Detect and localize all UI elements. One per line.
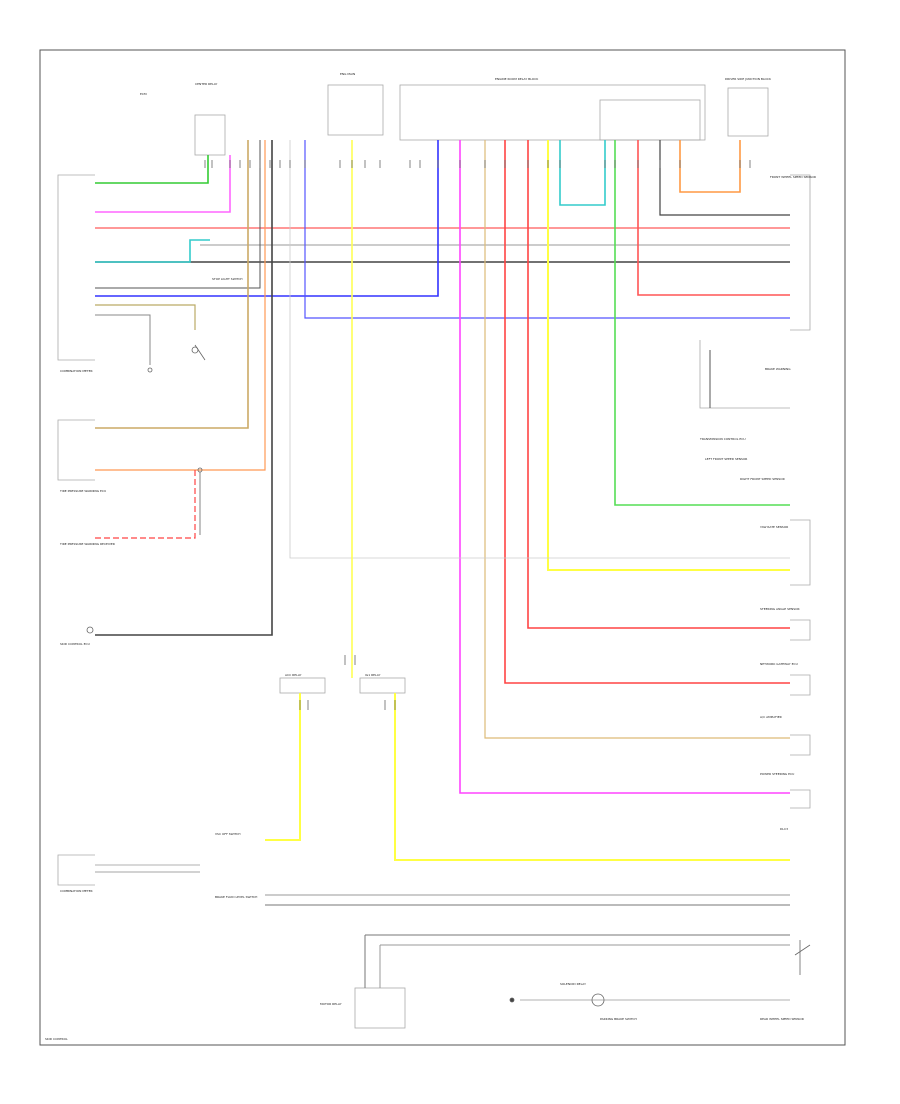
wire-blue-1 bbox=[95, 140, 439, 297]
label-ig1-relay: IG1 RELAY bbox=[365, 673, 381, 677]
label-eng-main: ENG MAIN bbox=[340, 72, 355, 76]
wire-blue-2 bbox=[304, 140, 790, 319]
label-engine-room-jb: ENGINE ROOM RELAY BLOCK bbox=[495, 77, 539, 81]
label-gateway: NETWORK GATEWAY ECU bbox=[760, 662, 798, 666]
label-solenoid-relay: SOLENOID RELAY bbox=[560, 982, 586, 986]
label-center-relay: CENTER RELAY bbox=[195, 82, 218, 86]
wire-gray-2 bbox=[95, 314, 151, 365]
wire-black-2 bbox=[95, 140, 261, 289]
label-dlc3: DLC3 bbox=[780, 827, 788, 831]
label-front-wheel: FRONT WHEEL SPEED SENSOR bbox=[770, 175, 816, 179]
page-ref: SKID CONTROL bbox=[45, 1037, 68, 1041]
wire-green-left bbox=[95, 155, 209, 184]
label-driver-jb: DRIVER SIDE JUNCTION BLOCK bbox=[725, 77, 772, 81]
wire-red-mid2 bbox=[504, 140, 790, 684]
labels: COMBINATION METER ECM CENTER RELAY ENG M… bbox=[45, 72, 816, 1041]
symbols bbox=[86, 344, 811, 1007]
wire-red-mid1 bbox=[527, 140, 790, 629]
wire-tan-mid bbox=[484, 140, 790, 739]
page-border bbox=[39, 49, 846, 1046]
wire-pink-left bbox=[95, 155, 231, 213]
label-motor-relay: MOTOR RELAY bbox=[320, 1002, 342, 1006]
wire-pink-long bbox=[459, 140, 790, 794]
wire-black-3 bbox=[95, 140, 273, 636]
label-brake-warning: BRAKE WARNING bbox=[765, 367, 791, 371]
label-transmission: TRANSMISSION CONTROL ECU bbox=[699, 437, 746, 441]
wire-orange bbox=[95, 140, 266, 471]
wire-yellow-relay2 bbox=[265, 693, 301, 841]
wire-green-right bbox=[614, 140, 790, 506]
label-stop-light: STOP LIGHT SWITCH bbox=[212, 277, 243, 281]
label-yaw-rate: YAW RATE SENSOR bbox=[760, 525, 788, 529]
wire-cyan-right bbox=[559, 140, 606, 206]
label-vsc-off: VSC OFF SWITCH bbox=[215, 832, 241, 836]
wires bbox=[95, 140, 790, 1001]
label-comb-meter-right: COMBINATION METER bbox=[60, 889, 93, 893]
wire-red-right bbox=[637, 140, 790, 296]
wire-yellow-relay3 bbox=[394, 693, 790, 861]
label-comb-meter-left: COMBINATION METER bbox=[60, 369, 93, 373]
wire-cyan-1 bbox=[95, 239, 210, 263]
wire-red-tpms bbox=[95, 470, 196, 539]
wire-tan-2 bbox=[95, 140, 249, 429]
label-parking-brake: PARKING BRAKE SWITCH bbox=[600, 1017, 637, 1021]
label-tire-pressure: TIRE PRESSURE WARNING ECU bbox=[59, 489, 106, 493]
label-brake-fluid: BRAKE FLUID LEVEL SWITCH bbox=[215, 895, 257, 899]
label-steering-angle: STEERING ANGLE SENSOR bbox=[760, 607, 800, 611]
label-ecm: ECM bbox=[140, 92, 147, 96]
label-tpms-receiver: TIRE PRESSURE WARNING RECEIVER bbox=[59, 542, 115, 546]
label-skid-control: SKID CONTROL ECU bbox=[60, 642, 90, 646]
label-rear-wheel: REAR WHEEL SPEED SENSOR bbox=[760, 1017, 804, 1021]
component-outlines bbox=[57, 84, 811, 1029]
connector-pins bbox=[204, 160, 751, 710]
wire-orange-right bbox=[679, 140, 741, 193]
label-right-front: RIGHT FRONT SPEED SENSOR bbox=[740, 477, 785, 481]
wire-tan-1 bbox=[95, 304, 196, 330]
label-acc-relay: ACC RELAY bbox=[285, 673, 302, 677]
label-power-steering: POWER STEERING ECU bbox=[760, 772, 794, 776]
label-ac-amp: A/C AMPLIFIER bbox=[760, 715, 782, 719]
label-left-front: LEFT FRONT SPEED SENSOR bbox=[705, 457, 747, 461]
wire-gray-long bbox=[289, 140, 790, 559]
wire-yellow-r1 bbox=[547, 140, 790, 571]
